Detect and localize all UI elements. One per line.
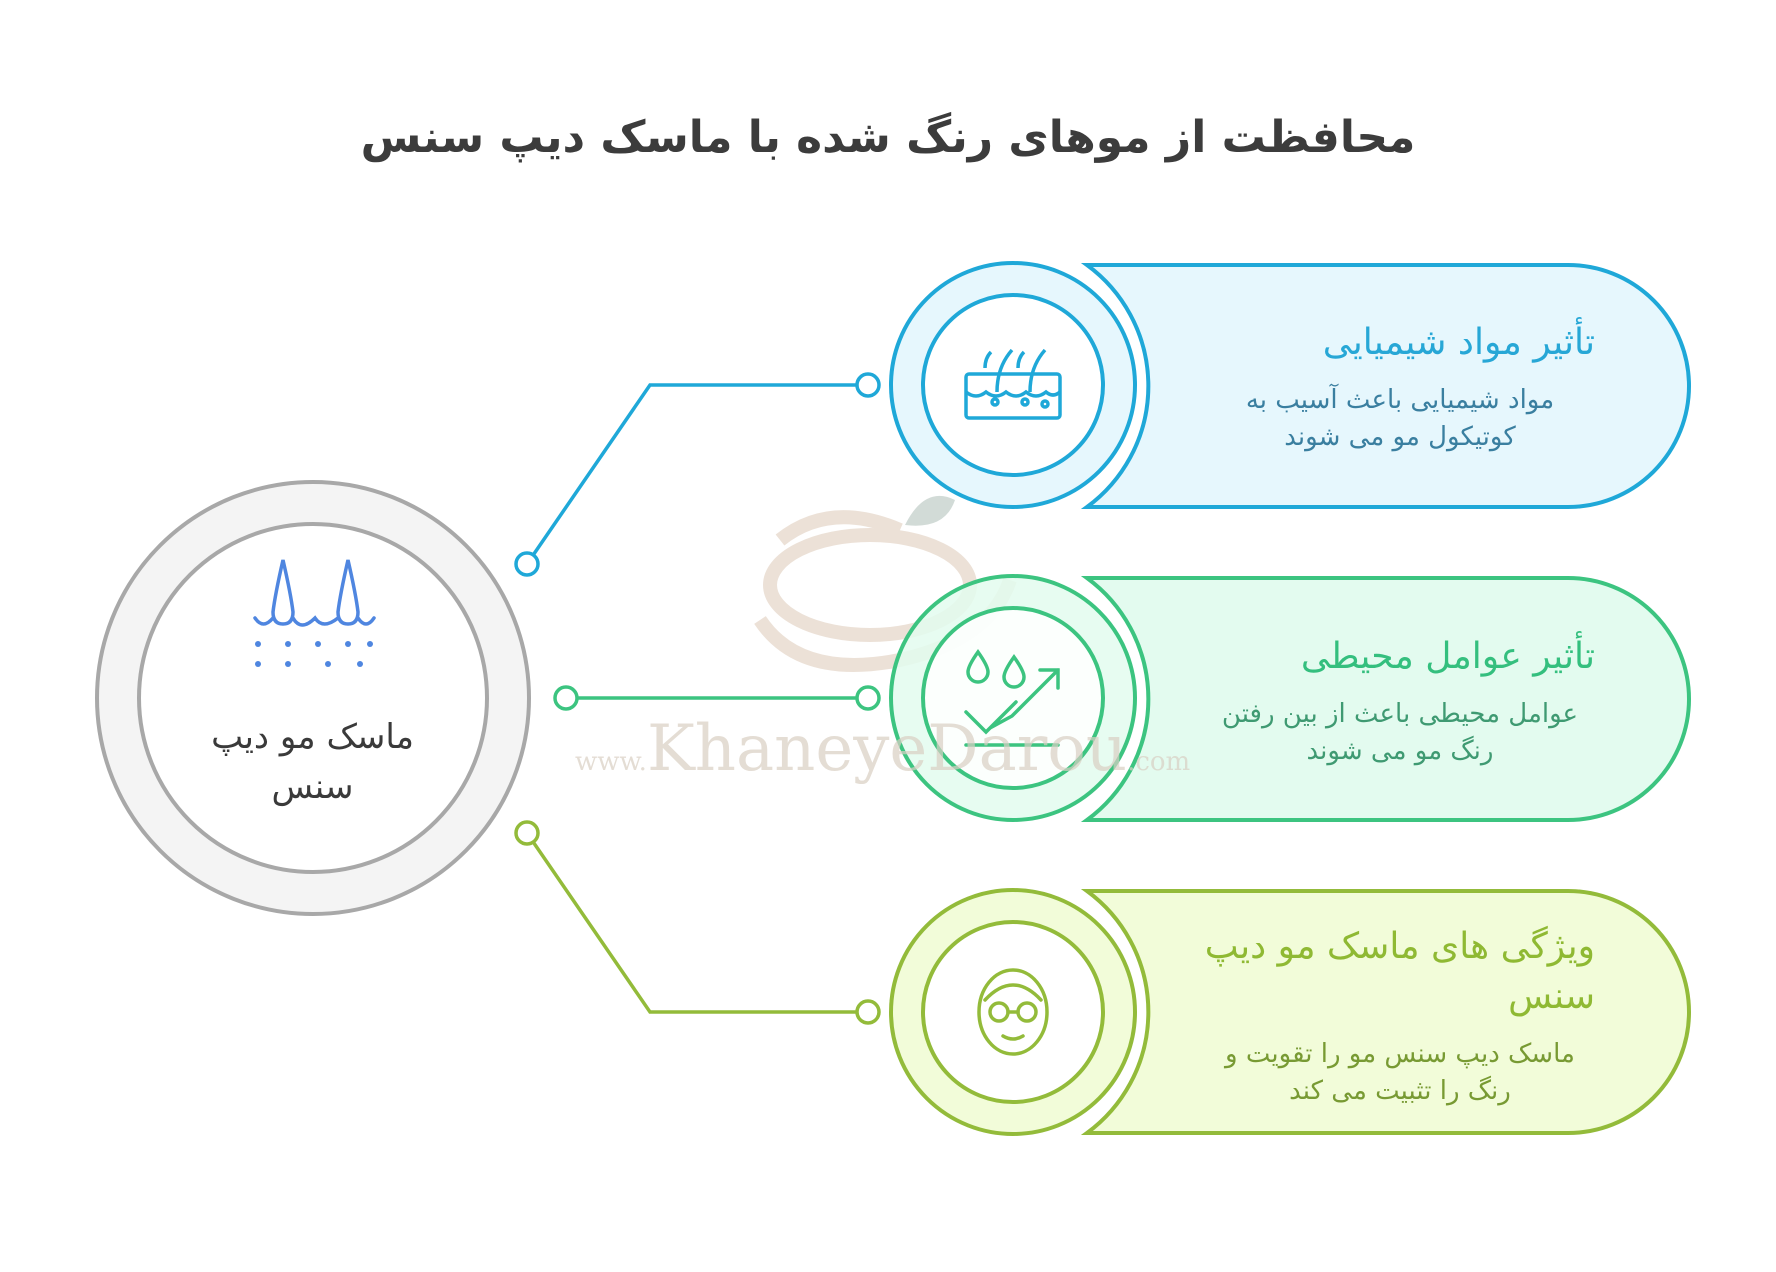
card-features-shape bbox=[889, 888, 1691, 1136]
connector-dot bbox=[855, 372, 881, 398]
connector-chemical bbox=[525, 383, 868, 565]
center-label: ماسک مو دیپ سنس bbox=[211, 717, 414, 807]
card-chemical-shape bbox=[889, 261, 1691, 509]
card-title: تأثیر عوامل محیطی bbox=[1300, 636, 1595, 677]
connector-dot bbox=[514, 551, 540, 577]
connector-dot bbox=[855, 999, 881, 1025]
connector-dot bbox=[553, 685, 579, 711]
card-description: ماسک دیپ سنس مو را تقویت و رنگ را تثبیت … bbox=[1225, 1039, 1575, 1106]
hair-follicle-icon bbox=[253, 559, 376, 667]
card-description: مواد شیمیایی باعث آسیب به کوتیکول مو می … bbox=[1245, 385, 1555, 452]
card-environment-shape bbox=[889, 574, 1691, 822]
center-node bbox=[95, 480, 531, 916]
card-features: ویژگی های ماسک مو دیپ سنس ماسک دیپ سنس م… bbox=[1175, 922, 1595, 1110]
connector-dot bbox=[855, 685, 881, 711]
card-title: تأثیر مواد شیمیایی bbox=[1322, 322, 1595, 363]
card-chemical: تأثیر مواد شیمیایی مواد شیمیایی باعث آسی… bbox=[1175, 318, 1595, 456]
card-description: عوامل محیطی باعث از بین رفتن رنگ مو می ش… bbox=[1221, 699, 1579, 766]
card-title: ویژگی های ماسک مو دیپ سنس bbox=[1204, 926, 1595, 1017]
connector-dot bbox=[514, 820, 540, 846]
page-title: محافظت از موهای رنگ شده با ماسک دیپ سنس bbox=[360, 112, 1416, 163]
connector-features bbox=[525, 832, 868, 1014]
face-glasses-icon bbox=[977, 968, 1049, 1056]
watermark-text: www.KhaneyeDarou.com bbox=[575, 712, 1191, 786]
card-environment: تأثیر عوامل محیطی عوامل محیطی باعث از بی… bbox=[1175, 632, 1595, 770]
droplets-trend-icon bbox=[964, 648, 1060, 747]
hair-cuticle-icon bbox=[964, 348, 1062, 420]
